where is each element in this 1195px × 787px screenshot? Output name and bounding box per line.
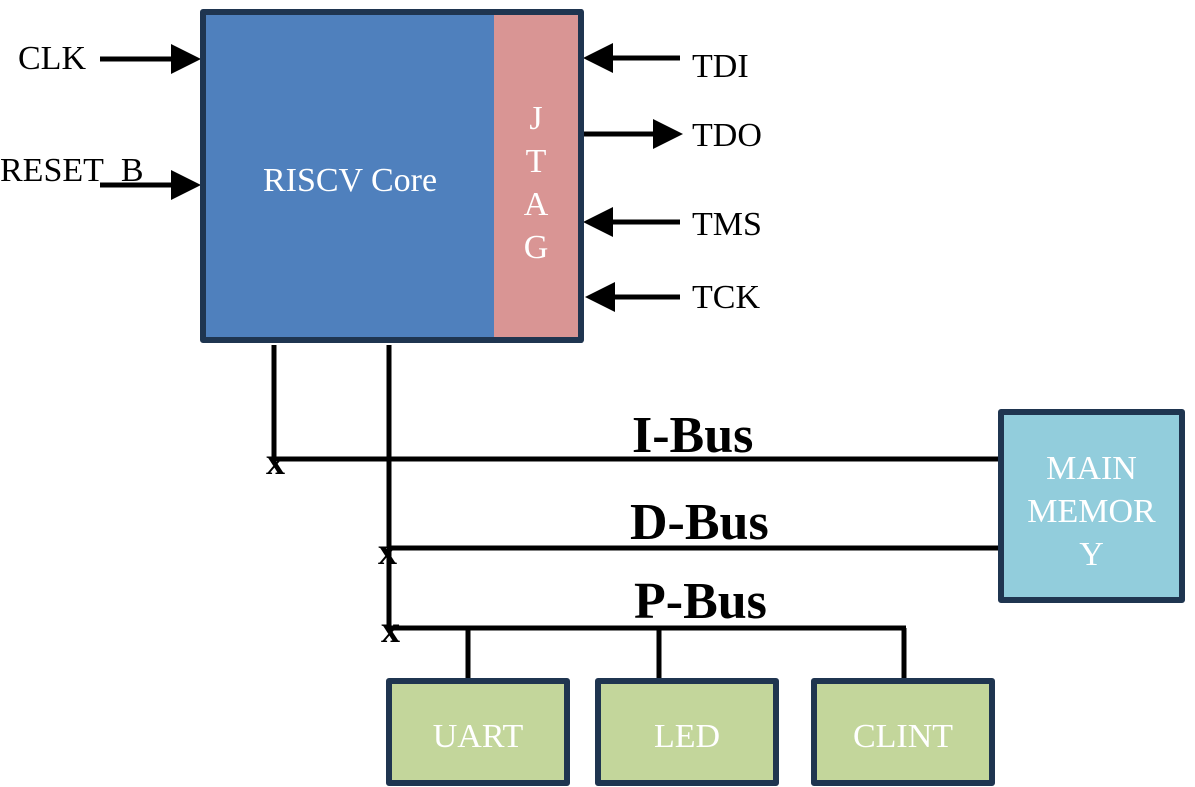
tdi-label: TDI	[692, 48, 749, 85]
ibus-label: I-Bus	[632, 407, 754, 464]
riscv-core-block: RISCV Core	[200, 9, 500, 343]
memory-label-line: MEMOR	[1027, 493, 1156, 530]
jtag-letter: J	[529, 100, 543, 137]
clint-block: CLINT	[811, 678, 995, 786]
led-label: LED	[653, 718, 721, 755]
main-memory-block: MAIN MEMOR Y	[998, 409, 1185, 603]
jtag-letter: G	[523, 229, 549, 266]
memory-label: MAIN MEMOR Y	[1004, 447, 1179, 576]
dbus-label: D-Bus	[630, 494, 769, 551]
dbus-x-marker: x	[378, 531, 397, 573]
jtag-label: J T A G	[494, 97, 578, 269]
jtag-block: J T A G	[494, 9, 584, 343]
tdo-label: TDO	[692, 117, 762, 154]
ibus-x-marker: x	[266, 441, 285, 483]
tms-label: TMS	[692, 206, 762, 243]
memory-label-line: MAIN	[1046, 450, 1137, 487]
uart-label: UART	[432, 718, 524, 755]
reset-label: RESET_B	[0, 152, 144, 189]
clint-label: CLINT	[852, 718, 954, 755]
jtag-letter: A	[523, 186, 549, 223]
jtag-letter: T	[525, 143, 547, 180]
uart-block: UART	[386, 678, 570, 786]
clk-label: CLK	[18, 40, 86, 77]
pbus-x-marker: x	[381, 609, 400, 651]
memory-label-line: Y	[1079, 536, 1104, 573]
pbus-label: P-Bus	[634, 573, 767, 630]
tck-label: TCK	[692, 279, 760, 316]
core-label: RISCV Core	[262, 162, 438, 199]
led-block: LED	[595, 678, 779, 786]
